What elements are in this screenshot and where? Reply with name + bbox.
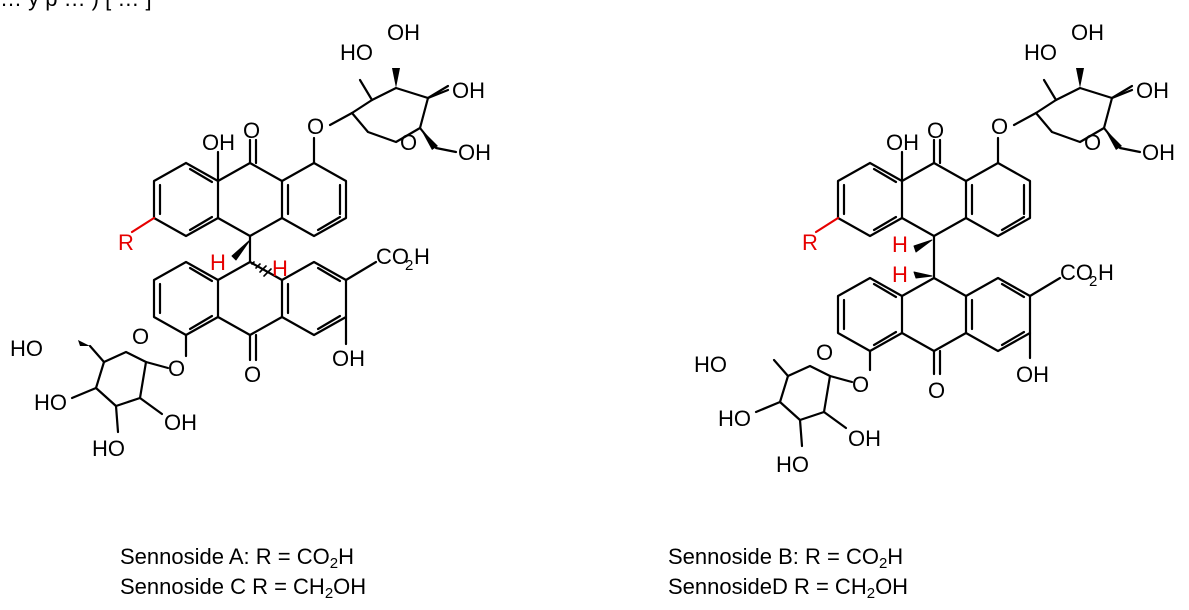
- label-ho-ch2-lower: HO: [10, 336, 43, 361]
- label-ho-sugar-bottom: HO: [92, 436, 125, 461]
- svg-text:H: H: [414, 244, 430, 269]
- r-upper-central-ring: [900, 161, 968, 238]
- r-label-oh-sugar-top: OH: [1071, 20, 1104, 45]
- label-co2h-left: CO 2 H: [376, 244, 430, 274]
- r-label-o-lower-carbonyl: O: [928, 378, 945, 403]
- r-label-oh-sugar-lower: OH: [848, 426, 881, 451]
- caption-left-2: Sennoside C R = CH2OH: [120, 574, 367, 602]
- label-oh-sugar-lower: OH: [164, 410, 197, 435]
- r-label-oh-upper-left: OH: [886, 130, 919, 155]
- caption-right-1: Sennoside B: R = CO2H: [668, 544, 904, 572]
- r-label-o-ether-lower: O: [852, 372, 869, 397]
- label-ho-sugar-lower: HO: [34, 390, 67, 415]
- r-label-o-ring-lower: O: [816, 340, 833, 365]
- r-label-ho-sugar-lower: HO: [718, 406, 751, 431]
- r-label-r: R: [802, 230, 818, 255]
- label-ho-sugar-upper: HO: [340, 40, 373, 65]
- lower-right-ring: [280, 260, 348, 337]
- r-lower-far-left-ring: [836, 276, 904, 353]
- svg-text:2: 2: [405, 257, 413, 274]
- lower-sugar-ring: [70, 344, 164, 434]
- r-label-oh-lower-right: OH: [1016, 362, 1049, 387]
- r-lower-left-ring: [900, 276, 968, 353]
- r-label-h-lower: H: [892, 262, 908, 287]
- label-o-lower-carbonyl: O: [244, 362, 261, 387]
- label-oh-upper-left: OH: [202, 130, 235, 155]
- label-r-left: R: [118, 230, 134, 255]
- label-oh-sugar-top: OH: [387, 20, 420, 45]
- label-o-ring-upper: O: [400, 130, 417, 155]
- label-oh-ch2-upper: OH: [458, 140, 491, 165]
- r-label-o-upper-carbonyl: O: [927, 118, 944, 143]
- r-label-oh-sugar-right: OH: [1136, 78, 1169, 103]
- label-o-ether-lower: O: [168, 356, 185, 381]
- r-upper-left-ring: [836, 161, 904, 238]
- label-oh-sugar-right: OH: [452, 78, 485, 103]
- r-upper-right-ring: [964, 161, 1032, 238]
- r-label-ho-sugar-bottom: HO: [776, 452, 809, 477]
- label-h-hash-left: H: [272, 256, 288, 281]
- label-o-ether-upper: O: [307, 114, 324, 139]
- r-lower-right-ring: [964, 276, 1032, 353]
- upper-right-ring: [280, 161, 348, 238]
- caption-left-1: Sennoside A: R = CO2H: [120, 544, 354, 572]
- structure-sennoside-b-d: [754, 68, 1142, 448]
- caption-right-2: SennosideD R = CH2OH: [668, 574, 909, 602]
- r-label-ho-ch2-lower: HO: [694, 352, 727, 377]
- r-label-o-ether-upper: O: [991, 114, 1008, 139]
- svg-text:CO: CO: [1060, 260, 1093, 285]
- svg-text:CO: CO: [376, 244, 409, 269]
- structure-sennoside-a-c: [70, 68, 458, 434]
- svg-text:2: 2: [1089, 273, 1097, 290]
- svg-text:H: H: [1098, 260, 1114, 285]
- upper-left-ring: [152, 161, 220, 238]
- r-label-ho-sugar-upper: HO: [1024, 40, 1057, 65]
- label-h-wedge-left: H: [210, 250, 226, 275]
- r-label-co2h: CO 2 H: [1060, 260, 1114, 290]
- label-o-ring-lower: O: [132, 324, 149, 349]
- r-label-h-upper: H: [892, 232, 908, 257]
- r-label-o-ring-upper: O: [1084, 130, 1101, 155]
- clipped-top-text: … y p … ) [ … ]: [0, 0, 152, 12]
- label-oh-lower-right: OH: [332, 346, 365, 371]
- lower-far-left-ring: [152, 260, 220, 337]
- label-o-upper-carbonyl: O: [243, 118, 260, 143]
- r-label-oh-ch2-upper: OH: [1142, 140, 1175, 165]
- upper-central-ring: [216, 161, 284, 238]
- r-lower-sugar-ring: [754, 358, 848, 448]
